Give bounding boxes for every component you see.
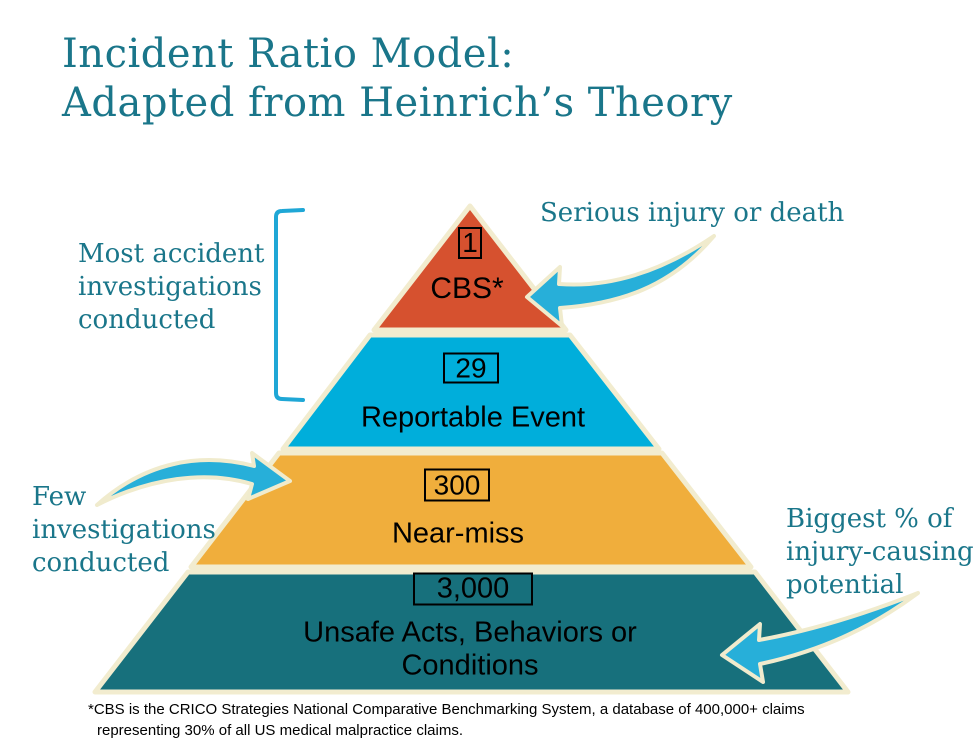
count-reportable: 29 (443, 352, 499, 384)
label-cbs: CBS* (430, 271, 504, 305)
annotation-serious-injury: Serious injury or death (540, 198, 845, 228)
pyramid-level-unsafe (92, 569, 851, 695)
arrow-biggest-percent-icon (720, 591, 920, 684)
label-reportable: Reportable Event (360, 401, 586, 434)
pyramid-level-nearmiss (188, 450, 754, 570)
annotation-biggest-percent: Biggest % of injury-causing potential (786, 504, 974, 601)
arrow-few-investigations-icon (95, 451, 292, 507)
pyramid-level-cbs (371, 203, 569, 333)
footnote-line-2: representing 30% of all US medical malpr… (97, 722, 463, 739)
label-nearmiss: Near-miss (391, 517, 525, 550)
arrow-serious-injury-icon (525, 234, 716, 328)
label-unsafe: Unsafe Acts, Behaviors or Conditions (303, 616, 637, 682)
footnote: *CBS is the CRICO Strategies National Co… (88, 699, 805, 741)
footnote-line-1: *CBS is the CRICO Strategies National Co… (88, 701, 805, 718)
page-title: Incident Ratio Model: Adapted from Heinr… (62, 31, 733, 126)
annotation-few-investigations: Few investigations conducted (32, 482, 216, 579)
count-unsafe: 3,000 (413, 572, 533, 606)
count-nearmiss: 300 (424, 468, 490, 502)
annotation-most-accident: Most accident investigations conducted (78, 239, 265, 336)
bracket-icon (274, 208, 305, 402)
pyramid-level-reportable (280, 332, 662, 452)
count-cbs: 1 (458, 227, 482, 259)
